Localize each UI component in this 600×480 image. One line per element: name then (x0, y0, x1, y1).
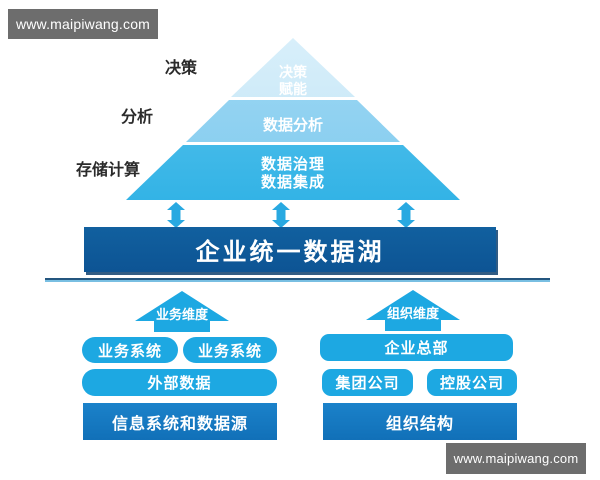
node-external-data: 外部数据 (82, 369, 277, 396)
watermark-bottom-right: www.maipiwang.com (446, 443, 586, 474)
node-holding-company: 控股公司 (427, 369, 517, 396)
pyramid-text-line: 数据分析 (262, 117, 323, 134)
pyramid-layer-decision-empower-text: 决策 赋能 (126, 64, 460, 98)
pyramid-text-line: 决策 (279, 64, 307, 80)
node-org-structure: 组织结构 (323, 403, 517, 440)
separator-line (45, 278, 550, 282)
double-arrow-icon (167, 202, 185, 228)
pyramid-text-line: 数据集成 (260, 174, 325, 191)
node-group-company: 集团公司 (322, 369, 413, 396)
node-info-systems-datasources: 信息系统和数据源 (83, 403, 277, 440)
watermark-top-left: www.maipiwang.com (8, 9, 158, 39)
pyramid-text-line: 数据治理 (260, 156, 325, 173)
pyramid-text-line: 赋能 (279, 81, 307, 97)
pyramid-layer-governance-integration-text: 数据治理 数据集成 (126, 156, 460, 192)
organization-dimension-label: 组织维度 (386, 306, 439, 321)
node-business-system-1: 业务系统 (82, 337, 178, 363)
arrow-business-dimension: 业务维度 (135, 291, 229, 332)
node-business-system-2: 业务系统 (183, 337, 277, 363)
node-enterprise-hq: 企业总部 (320, 334, 513, 361)
label-analysis: 分析 (121, 109, 154, 126)
arrow-organization-dimension: 组织维度 (366, 290, 460, 331)
label-decision: 决策 (165, 60, 198, 77)
label-storage-compute: 存储计算 (76, 162, 141, 179)
capability-pyramid: 决策 赋能 数据分析 数据治理 数据集成 (126, 38, 460, 200)
pyramid-layer-data-analysis-text: 数据分析 (126, 117, 460, 135)
double-arrow-icon (397, 202, 415, 228)
business-dimension-label: 业务维度 (155, 307, 208, 322)
pyramid-layer-governance-integration (126, 145, 460, 200)
data-lake-bar: 企业统一数据湖 (84, 227, 496, 272)
double-arrow-icon (272, 202, 290, 228)
